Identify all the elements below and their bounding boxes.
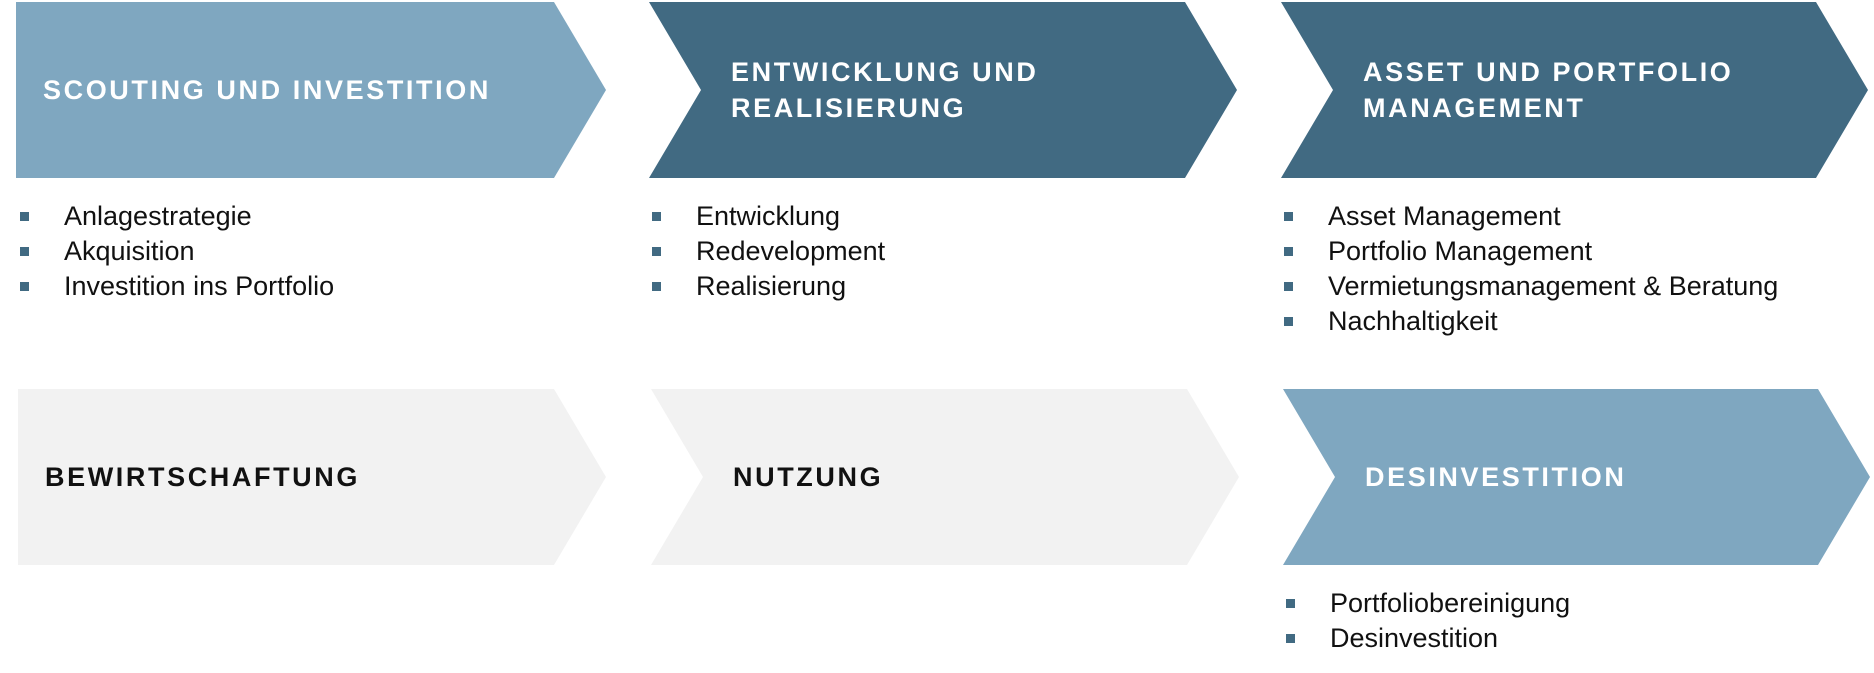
list-item: Desinvestition — [1282, 621, 1570, 656]
stage-items-asset-management: Asset Management Portfolio Management Ve… — [1280, 199, 1778, 339]
list-item: Investition ins Portfolio — [16, 269, 334, 304]
square-bullet-icon — [1284, 212, 1293, 221]
stage-title: SCOUTING UND INVESTITION — [43, 75, 491, 105]
square-bullet-icon — [652, 247, 661, 256]
stage-desinvestition: DESINVESTITION — [1283, 389, 1870, 565]
stage-title: NUTZUNG — [733, 462, 884, 492]
list-item: Redevelopment — [648, 234, 885, 269]
stage-asset-und-portfolio-management: ASSET UND PORTFOLIO MANAGEMENT — [1281, 2, 1868, 178]
list-item: Realisierung — [648, 269, 885, 304]
square-bullet-icon — [1286, 599, 1295, 608]
stage-items-desinvestition: Portfoliobereinigung Desinvestition — [1282, 586, 1570, 656]
stage-items-entwicklung: Entwicklung Redevelopment Realisierung — [648, 199, 885, 304]
square-bullet-icon — [1284, 317, 1293, 326]
square-bullet-icon — [1286, 634, 1295, 643]
list-item: Portfolio Management — [1280, 234, 1778, 269]
square-bullet-icon — [20, 282, 29, 291]
list-item: Anlagestrategie — [16, 199, 334, 234]
stage-title: ENTWICKLUNG UND REALISIERUNG — [731, 57, 1039, 123]
list-item: Asset Management — [1280, 199, 1778, 234]
square-bullet-icon — [1284, 247, 1293, 256]
list-item: Portfoliobereinigung — [1282, 586, 1570, 621]
stage-nutzung: NUTZUNG — [651, 389, 1239, 565]
stage-entwicklung-und-realisierung: ENTWICKLUNG UND REALISIERUNG — [649, 2, 1237, 178]
stage-title: ASSET UND PORTFOLIO MANAGEMENT — [1363, 57, 1734, 123]
stage-bewirtschaftung: BEWIRTSCHAFTUNG — [18, 389, 606, 565]
stage-title: BEWIRTSCHAFTUNG — [45, 462, 360, 492]
list-item: Akquisition — [16, 234, 334, 269]
square-bullet-icon — [652, 212, 661, 221]
square-bullet-icon — [1284, 282, 1293, 291]
list-item: Entwicklung — [648, 199, 885, 234]
square-bullet-icon — [20, 212, 29, 221]
stage-scouting-und-investition: SCOUTING UND INVESTITION — [16, 2, 606, 178]
list-item: Nachhaltigkeit — [1280, 304, 1778, 339]
square-bullet-icon — [652, 282, 661, 291]
list-item: Vermietungsmanagement & Beratung — [1280, 269, 1778, 304]
stage-items-scouting: Anlagestrategie Akquisition Investition … — [16, 199, 334, 304]
square-bullet-icon — [20, 247, 29, 256]
stage-title: DESINVESTITION — [1365, 462, 1627, 492]
